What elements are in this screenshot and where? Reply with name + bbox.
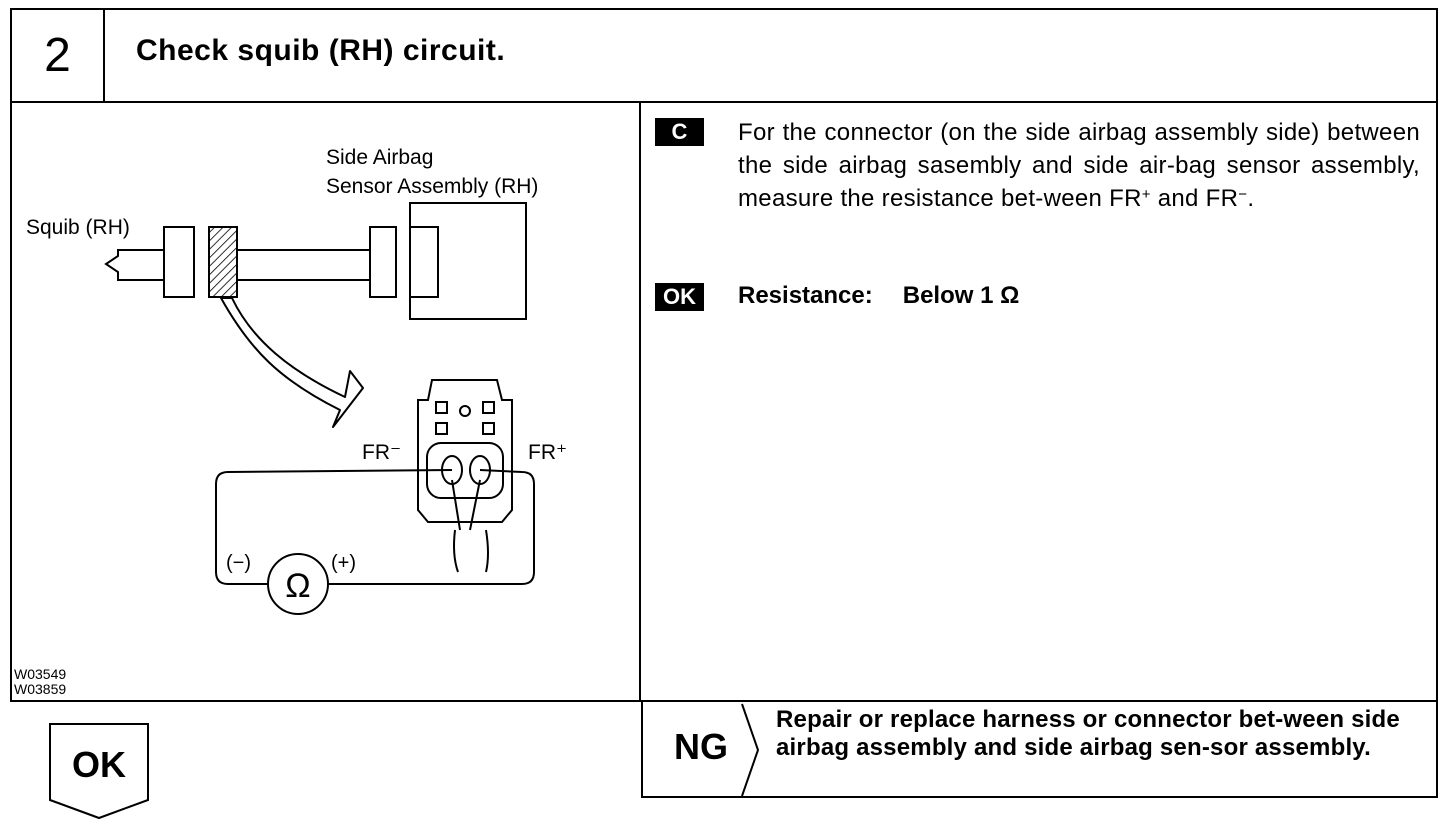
header-divider xyxy=(10,101,1438,103)
meter-minus-label: (−) xyxy=(226,552,251,574)
sensor-assembly-socket xyxy=(409,226,439,298)
resistance-label: Resistance: xyxy=(738,282,873,309)
meter-leads xyxy=(215,469,535,585)
code-c-badge: C xyxy=(655,118,704,146)
ohm-symbol: Ω xyxy=(285,567,310,605)
resistance-spec: Resistance: Below 1 Ω xyxy=(738,282,1019,310)
squib-label: Squib (RH) xyxy=(26,216,130,239)
instruction-end: . xyxy=(1247,185,1255,212)
minus-superscript: − xyxy=(1238,186,1248,203)
figure-code-2: W03859 xyxy=(14,681,66,697)
fr-minus-label: FR⁻ xyxy=(362,441,401,464)
plus-superscript: + xyxy=(1141,186,1151,203)
ok-label: OK xyxy=(72,744,126,785)
ng-label: NG xyxy=(674,726,728,767)
ng-result-box xyxy=(641,702,1438,798)
figure-code-1: W03549 xyxy=(14,666,66,682)
curved-arrow-icon xyxy=(220,297,364,428)
instruction-body: For the connector (on the side airbag as… xyxy=(738,119,1420,212)
column-divider xyxy=(639,101,641,702)
ohmmeter-icon xyxy=(267,553,329,615)
code-ok-badge: OK xyxy=(655,283,704,311)
wire-harness xyxy=(237,249,370,281)
squib-wire xyxy=(104,249,164,281)
squib-connector xyxy=(163,226,195,298)
sensor-label-line2: Sensor Assembly (RH) xyxy=(326,175,538,198)
instruction-middle: and FR xyxy=(1150,185,1239,212)
ng-action-text: Repair or replace harness or connector b… xyxy=(776,706,1400,761)
instruction-text: For the connector (on the side airbag as… xyxy=(738,116,1420,215)
sensor-label-line1: Side Airbag xyxy=(326,146,433,169)
fr-plus-label: FR⁺ xyxy=(528,441,567,464)
meter-plus-label: (+) xyxy=(331,552,356,574)
resistance-value: Below 1 Ω xyxy=(902,282,1020,309)
step-frame xyxy=(10,8,1438,702)
step-number: 2 xyxy=(44,29,71,82)
connector-face xyxy=(417,379,513,573)
hatched-connector xyxy=(208,226,238,298)
step-title: Check squib (RH) circuit. xyxy=(136,34,506,67)
sensor-connector xyxy=(369,226,397,298)
